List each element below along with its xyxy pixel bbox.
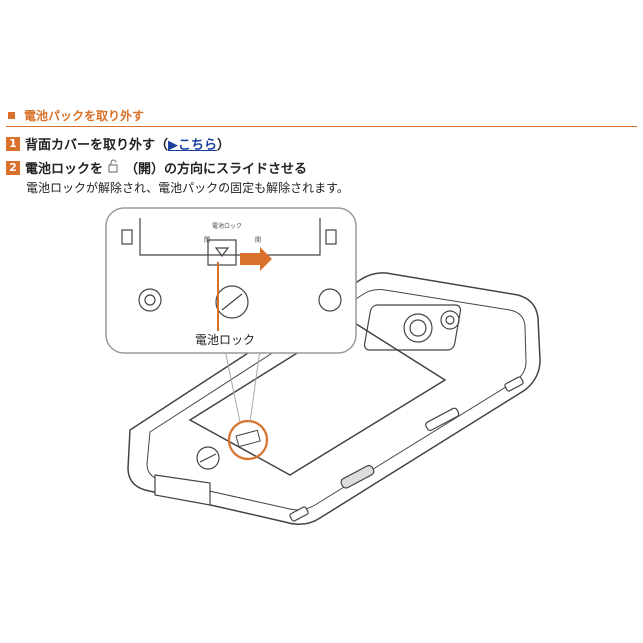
- zoom-callout-box: [105, 207, 357, 354]
- step-text-end: （開）の方向にスライドさせる: [125, 162, 308, 177]
- step-2-description: 電池ロックが解除され、電池パックの固定も解除されます。: [26, 181, 349, 195]
- step-text: 電池ロックを: [25, 162, 104, 177]
- reference-link[interactable]: ▶こちら: [168, 138, 218, 153]
- side-buttons: [289, 376, 524, 522]
- connector-cover: [154, 474, 211, 506]
- device-illustration: 電池ロック 閉 開: [105, 207, 541, 525]
- section-header: 電池パックを取り外す: [6, 104, 637, 127]
- camera-module: [363, 304, 462, 351]
- step-text: 背面カバーを取り外す（: [25, 138, 169, 153]
- zoom-close-label: 閉: [204, 237, 210, 244]
- step-2: 2 電池ロックを （開）の方向にスライドさせる: [6, 158, 307, 177]
- step-number: 2: [6, 160, 20, 175]
- step-text-end: ）: [217, 138, 231, 153]
- step-1: 1 背面カバーを取り外す（ ▶こちら ）: [6, 134, 230, 153]
- unlock-icon: [107, 159, 121, 177]
- screw: [196, 446, 220, 470]
- section-bullet-icon: [8, 111, 15, 119]
- battery-lock-highlight: [227, 419, 269, 461]
- zoom-detail: [121, 218, 342, 319]
- battery-lock-label: 電池ロック: [193, 331, 258, 348]
- zoom-open-label: 開: [255, 237, 261, 244]
- step-number: 1: [6, 136, 20, 151]
- zoom-title: 電池ロック: [212, 222, 242, 230]
- section-title: 電池パックを取り外す: [24, 108, 145, 123]
- slide-arrow-icon: [240, 247, 272, 271]
